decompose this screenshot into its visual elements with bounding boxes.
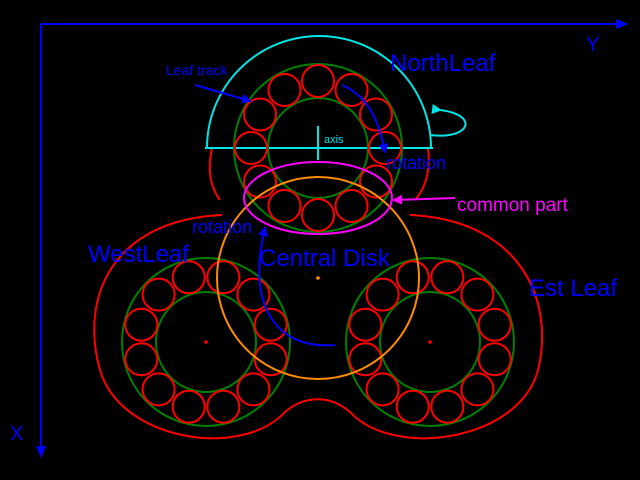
west-rotation-label: rotation <box>192 217 252 237</box>
north-rotation-label: rotation <box>386 153 446 173</box>
bearing-ball <box>236 372 271 407</box>
bearing-ball <box>460 372 495 407</box>
bearing-ball <box>253 307 288 342</box>
bearing-ball <box>171 389 206 424</box>
north-leaf-bearing <box>233 63 403 233</box>
west-leaf-bearing <box>121 257 291 427</box>
bearing-ball <box>234 131 268 165</box>
bearing-ball <box>243 97 277 132</box>
bearing-ball <box>395 260 430 295</box>
est-leaf-label: Est Leaf <box>529 275 617 302</box>
bearing-ball <box>430 260 465 295</box>
central-disk <box>216 176 420 380</box>
bearing-ball <box>395 389 430 424</box>
bearing-ball <box>171 260 206 295</box>
bearing-ball <box>334 189 369 223</box>
bearing-ball <box>206 260 241 295</box>
bearing-ball <box>365 277 400 312</box>
north-hood <box>205 35 433 160</box>
bearing-ball <box>348 307 383 342</box>
bearing-ball <box>267 189 302 223</box>
bearing-ball <box>141 372 176 407</box>
bearing-ball <box>348 342 383 377</box>
axis-y-label: Y <box>586 34 599 56</box>
bearing-ball <box>301 64 335 98</box>
axis-label: axis <box>324 134 344 146</box>
bearing-ball <box>301 198 335 232</box>
axis-x-label: X <box>10 423 23 445</box>
bearing-ball <box>368 131 402 165</box>
est-leaf-bearing <box>345 257 515 427</box>
bearing-ball <box>206 389 241 424</box>
bearing-ball <box>477 342 512 377</box>
bearing-ball <box>236 277 271 312</box>
bearing-ball <box>359 164 393 199</box>
bearing-ball <box>430 389 465 424</box>
north-leaf-label: NorthLeaf <box>390 50 496 77</box>
bearing-ball <box>460 277 495 312</box>
north-rotation-arc <box>341 84 389 154</box>
north-rotation-arrow <box>429 104 467 137</box>
common-part-label: common part <box>457 195 569 216</box>
bearing-ball <box>124 342 159 377</box>
common-part-arrow <box>392 194 456 205</box>
bearing-ball <box>141 277 176 312</box>
leaf-track-arrow <box>194 84 252 104</box>
west-leaf-label: WestLeaf <box>88 241 189 268</box>
bearing-ball <box>334 73 369 107</box>
bearing-ball <box>124 307 159 342</box>
bearing-ball <box>243 164 277 199</box>
central-disk-label: Central Disk <box>259 245 391 272</box>
bearing-ball <box>359 97 393 132</box>
west-rotation-arc <box>258 226 336 347</box>
bearing-ball <box>253 342 288 377</box>
leaf-track-label: Leaf track <box>166 62 228 78</box>
bearing-ball <box>477 307 512 342</box>
common-part-ellipse <box>243 161 393 235</box>
leaf-outline <box>93 147 544 440</box>
axes <box>36 19 628 458</box>
bearing-ball <box>365 372 400 407</box>
bearing-ball <box>267 73 302 107</box>
